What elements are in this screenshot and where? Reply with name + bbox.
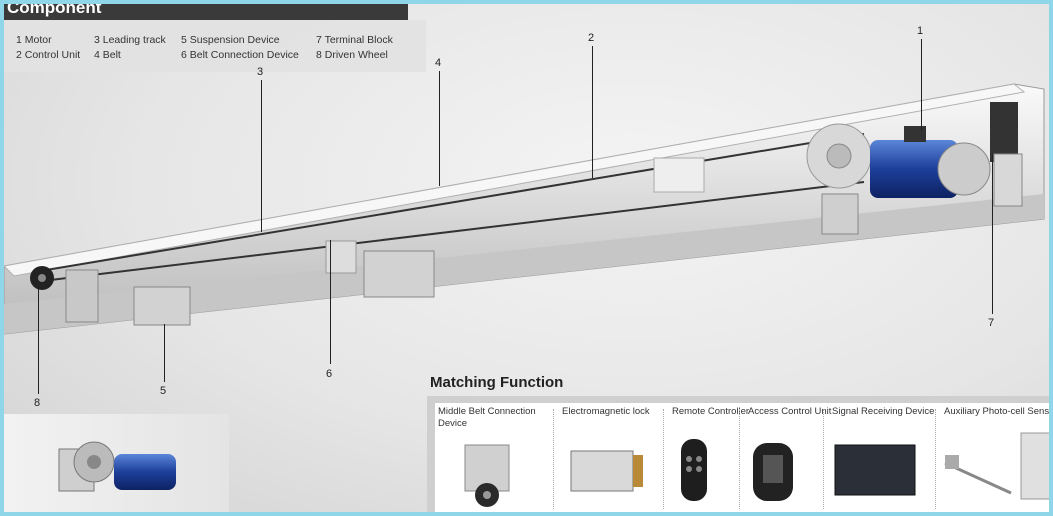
legend-item: 1 Motor — [16, 34, 52, 46]
leader-line — [592, 46, 593, 178]
leader-line — [330, 240, 331, 364]
motor-thumbnail — [4, 414, 229, 512]
legend-column: 3 Leading track 4 Belt — [94, 33, 166, 63]
divider — [663, 409, 664, 509]
signal-receiving-image — [834, 444, 916, 496]
remote-controller-card: Remote Controller — [669, 403, 749, 512]
component-legend: 1 Motor 2 Control Unit 3 Leading track 4… — [4, 20, 426, 72]
callout-7: 7 — [988, 317, 995, 329]
item-label: Signal Receiving Device — [832, 406, 935, 417]
divider — [935, 409, 936, 509]
callout-5: 5 — [160, 385, 167, 397]
access-control-image — [753, 443, 793, 501]
legend-item: 4 Belt — [94, 49, 121, 61]
remote-controller-image — [681, 439, 707, 501]
photo-cell-sensor-card: Auxiliary Photo-cell Sensor — [941, 403, 1049, 512]
item-label: Electromagnetic lock — [562, 406, 650, 417]
leader-line — [992, 154, 993, 314]
matching-function-panel: Middle Belt Connection Device Electromag… — [427, 396, 1049, 512]
legend-column: 7 Terminal Block 8 Driven Wheel — [316, 33, 393, 63]
leader-line — [164, 324, 165, 382]
divider — [739, 409, 740, 509]
legend-item: 2 Control Unit — [16, 49, 81, 61]
leader-line — [261, 80, 262, 232]
electromagnetic-lock-card: Electromagnetic lock — [559, 403, 663, 512]
signal-receiving-card: Signal Receiving Device — [829, 403, 935, 512]
item-label: Auxiliary Photo-cell Sensor — [944, 406, 1049, 417]
leader-line — [439, 71, 440, 186]
item-label: Remote Controller — [672, 406, 750, 417]
photo-cell-sensor-image — [944, 432, 1049, 500]
access-control-card: Access Control Unit — [745, 403, 831, 512]
callout-4: 4 — [435, 57, 442, 69]
product-sheet: Component 1 Motor 2 Control Unit 3 Leadi… — [4, 4, 1049, 512]
callout-2: 2 — [588, 32, 595, 44]
middle-belt-connection-card: Middle Belt Connection Device — [435, 403, 553, 512]
legend-item: 8 Driven Wheel — [316, 49, 388, 61]
callout-1: 1 — [917, 25, 924, 37]
divider — [553, 409, 554, 509]
callout-8: 8 — [34, 397, 41, 409]
middle-belt-connection-image — [464, 444, 510, 507]
item-label: Middle Belt Connection Device — [438, 406, 536, 429]
callout-6: 6 — [326, 368, 333, 380]
legend-item: 6 Belt Connection Device — [181, 49, 299, 61]
leader-line — [921, 39, 922, 131]
legend-column: 5 Suspension Device 6 Belt Connection De… — [181, 33, 299, 63]
divider — [823, 409, 824, 509]
motor-unit-image — [58, 441, 176, 492]
item-label: Access Control Unit — [748, 406, 832, 417]
legend-column: 1 Motor 2 Control Unit — [16, 33, 80, 63]
legend-item: 5 Suspension Device — [181, 34, 280, 46]
legend-item: 7 Terminal Block — [316, 34, 393, 46]
electromagnetic-lock-image — [570, 450, 643, 492]
matching-function-items: Middle Belt Connection Device Electromag… — [435, 403, 1049, 512]
legend-item: 3 Leading track — [94, 34, 166, 46]
matching-function-title: Matching Function — [430, 374, 564, 391]
callout-3: 3 — [257, 66, 264, 78]
door-operator-illustration — [4, 83, 1045, 335]
leader-line — [38, 289, 39, 394]
component-title: Component — [4, 4, 408, 20]
